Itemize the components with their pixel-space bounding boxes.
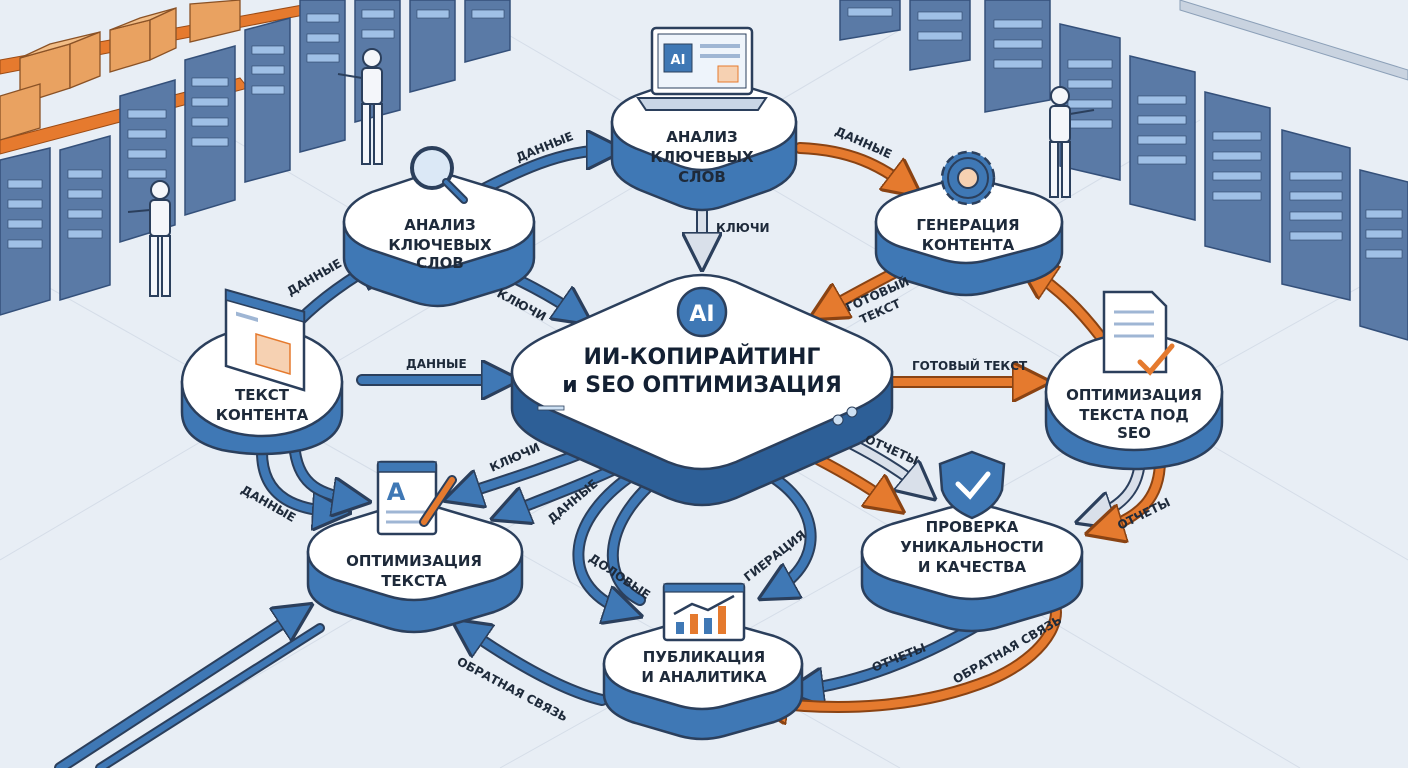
- node-content-generation-label-2: КОНТЕНТА: [922, 236, 1015, 254]
- node-keyword-analysis-top: АНАЛИЗ КЛЮЧЕВЫХ СЛОВ: [610, 74, 798, 212]
- node-keyword-analysis-left-label-3: СЛОВ: [416, 254, 464, 272]
- node-uniqueness-check-label-2: УНИКАЛЬНОСТИ: [900, 538, 1044, 556]
- node-keyword-analysis-left: АНАЛИЗ КЛЮЧЕВЫХ СЛОВ: [342, 172, 536, 308]
- node-content-text-label-2: КОНТЕНТА: [216, 406, 309, 424]
- node-text-optimization: ОПТИМИЗАЦИЯ ТЕКСТА: [306, 502, 524, 634]
- hub-node: AI ИИ-КОПИРАЙТИНГ и SEO ОПТИМИЗАЦИЯ: [510, 273, 894, 507]
- node-publication-analytics: ПУБЛИКАЦИЯ И АНАЛИТИКА: [602, 617, 804, 741]
- browser-window-icon: [224, 288, 306, 392]
- laptop-badge-text: AI: [671, 53, 686, 68]
- edge-label-content-to-hub: ДАННЫЕ: [406, 357, 467, 371]
- node-text-optimization-label-2: ТЕКСТА: [381, 572, 447, 590]
- node-keyword-analysis-left-label-1: АНАЛИЗ: [404, 216, 475, 234]
- node-keyword-analysis-left-label-2: КЛЮЧЕВЫХ: [388, 236, 492, 254]
- node-seo-optimization-label-2: ТЕКСТА ПОД: [1079, 406, 1188, 424]
- node-seo-optimization-label-1: ОПТИМИЗАЦИЯ: [1066, 386, 1202, 404]
- rack-slots: [7, 9, 505, 249]
- node-content-generation-label-1: ГЕНЕРАЦИЯ: [916, 216, 1019, 234]
- magnifier-icon: [410, 146, 468, 204]
- bar-chart-icon: [662, 582, 746, 642]
- right-datacenter: [839, 0, 1408, 341]
- robot-figure: [127, 48, 383, 297]
- node-uniqueness-check: ПРОВЕРКА УНИКАЛЬНОСТИ И КАЧЕСТВА: [860, 503, 1084, 633]
- edge-label-top-keys: КЛЮЧИ: [716, 221, 770, 235]
- node-content-generation: ГЕНЕРАЦИЯ КОНТЕНТА: [874, 177, 1064, 297]
- node-keyword-analysis-top-label-3: СЛОВ: [678, 168, 726, 186]
- hub-badge: AI: [689, 302, 714, 327]
- hub-title-line-2: и SEO ОПТИМИЗАЦИЯ: [562, 373, 842, 398]
- hub-title-line-1: ИИ-КОПИРАЙТИНГ: [584, 344, 821, 370]
- document-pencil-icon: A: [376, 460, 457, 536]
- ceiling-truss: [1179, 0, 1408, 81]
- node-keyword-analysis-top-label-1: АНАЛИЗ: [666, 128, 737, 146]
- node-seo-optimization: ОПТИМИЗАЦИЯ ТЕКСТА ПОД SEO: [1044, 332, 1224, 471]
- edge-label-hub-ready: ГОТОВЫЙ ТЕКСТ: [912, 358, 1028, 373]
- node-publication-analytics-label-2: И АНАЛИТИКА: [641, 668, 767, 686]
- node-keyword-analysis-top-label-2: КЛЮЧЕВЫХ: [650, 148, 754, 166]
- rack-slots: [847, 7, 1403, 259]
- left-warehouse: [0, 0, 511, 316]
- node-uniqueness-check-label-1: ПРОВЕРКА: [926, 518, 1019, 536]
- document-letter: A: [387, 478, 406, 506]
- node-content-text-label-1: ТЕКСТ: [235, 386, 290, 404]
- document-check-icon: [1102, 290, 1175, 376]
- node-uniqueness-check-label-3: И КАЧЕСТВА: [918, 558, 1027, 576]
- node-text-optimization-label-1: ОПТИМИЗАЦИЯ: [346, 552, 482, 570]
- node-seo-optimization-label-3: SEO: [1117, 424, 1151, 442]
- cardboard-box: [109, 6, 177, 73]
- robot-figure: [1049, 86, 1095, 198]
- cardboard-box: [19, 31, 101, 105]
- shield-icon: [938, 450, 1006, 520]
- cardboard-box: [0, 0, 241, 141]
- node-publication-analytics-label-1: ПУБЛИКАЦИЯ: [643, 648, 765, 666]
- laptop-icon: AI: [636, 26, 768, 111]
- gear-icon: [940, 150, 996, 206]
